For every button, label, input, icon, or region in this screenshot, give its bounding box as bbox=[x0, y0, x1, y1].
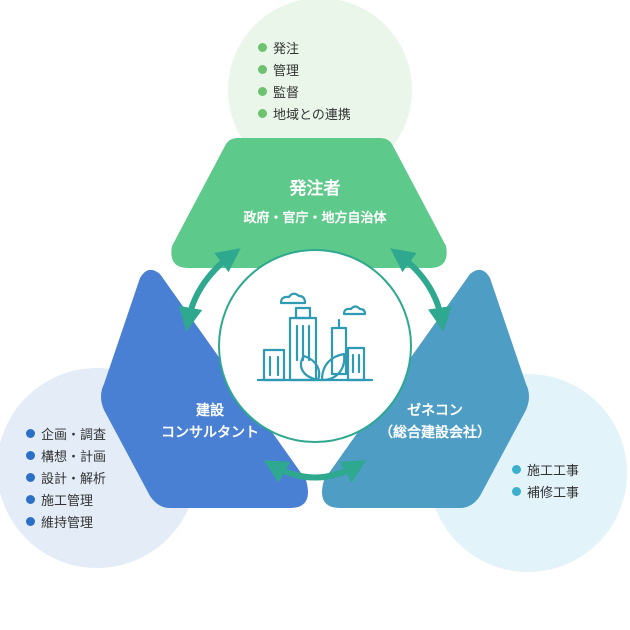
city-buildings-with-leaf-icon bbox=[256, 292, 374, 382]
consultant-title-line1: 建設 bbox=[196, 403, 224, 419]
contractor-roles-list: 施工工事 補修工事 bbox=[512, 458, 579, 502]
bullet-dot bbox=[26, 494, 35, 504]
bullet-dot bbox=[258, 64, 267, 74]
contractor-title-line2: （総合建設会社） bbox=[379, 425, 491, 441]
list-item: 施工管理 bbox=[26, 488, 106, 510]
list-item: 設計・解析 bbox=[26, 466, 106, 488]
list-item: 発注 bbox=[258, 36, 351, 58]
bullet-dot bbox=[512, 486, 521, 496]
consultant-title: 建設 コンサルタント bbox=[150, 400, 270, 444]
bullet-dot bbox=[26, 428, 35, 438]
bullet-dot bbox=[26, 472, 35, 482]
bullet-dot bbox=[258, 86, 267, 96]
consultant-contractor-arrow bbox=[263, 460, 367, 483]
consultant-title-line2: コンサルタント bbox=[161, 425, 259, 441]
client-subtitle: 政府・官庁・地方自治体 bbox=[243, 211, 387, 226]
client-roles-list: 発注 管理 監督 地域との連携 bbox=[258, 36, 351, 124]
bullet-dot bbox=[26, 516, 35, 526]
consultant-roles-list: 企画・調査 構想・計画 設計・解析 施工管理 維持管理 bbox=[26, 422, 106, 532]
client-block bbox=[171, 138, 447, 268]
list-item: 施工工事 bbox=[512, 458, 579, 480]
bullet-dot bbox=[258, 42, 267, 52]
bullet-dot bbox=[26, 450, 35, 460]
list-item: 構想・計画 bbox=[26, 444, 106, 466]
contractor-title-line1: ゼネコン bbox=[407, 403, 463, 419]
list-item: 監督 bbox=[258, 80, 351, 102]
consultant-block bbox=[101, 269, 308, 508]
list-item: 管理 bbox=[258, 58, 351, 80]
list-item: 企画・調査 bbox=[26, 422, 106, 444]
client-roles-circle bbox=[228, 0, 412, 182]
client-contractor-arrow bbox=[390, 248, 452, 332]
list-item: 地域との連携 bbox=[258, 102, 351, 124]
client-title: 発注者 bbox=[289, 179, 341, 199]
client-consultant-arrow bbox=[178, 248, 241, 332]
list-item: 補修工事 bbox=[512, 480, 579, 502]
contractor-title: ゼネコン （総合建設会社） bbox=[370, 400, 500, 444]
contractor-block bbox=[322, 269, 529, 508]
bullet-dot bbox=[258, 108, 267, 118]
list-item: 維持管理 bbox=[26, 510, 106, 532]
bullet-dot bbox=[512, 464, 521, 474]
